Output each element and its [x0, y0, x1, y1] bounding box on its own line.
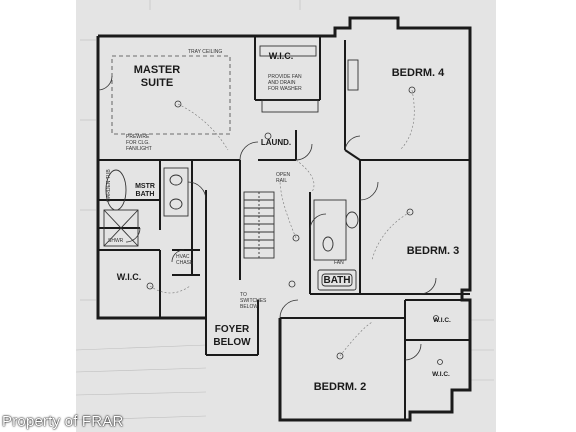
hvac-chase-note-2: CHASE [176, 260, 194, 266]
wic-right2-label: W.I.C. [432, 371, 450, 378]
wic-left-label: W.I.C. [117, 272, 142, 282]
provide-fan-note-2: AND DRAIN [268, 80, 296, 86]
bath-label: BATH [323, 275, 350, 286]
tray-ceiling-outline [111, 55, 231, 135]
laundry-label: LAUND. [261, 138, 291, 147]
watermark: Property of FRAR [2, 413, 124, 430]
wic-right1-label: W.I.C. [433, 317, 451, 324]
open-rail-note-2: RAIL [276, 178, 287, 184]
drawing-sheet [76, 0, 496, 432]
to-switches-note-1: TO [240, 292, 247, 298]
provide-fan-note-3: FOR WASHER [268, 86, 302, 92]
provide-fan-note-1: PROVIDE FAN [268, 74, 302, 80]
bedroom3-label: BEDRM. 3 [407, 245, 460, 257]
master-bath-label-1: MSTR [135, 183, 155, 190]
wiring [149, 89, 415, 357]
foyer-label-1: FOYER [215, 324, 250, 335]
bedroom4-label: BEDRM. 4 [392, 67, 445, 79]
plan-notes: TRAY CEILING PROVIDE FAN AND DRAIN FOR W… [106, 49, 344, 310]
prewire-note-3: FAN/LIGHT [126, 146, 152, 152]
prewire-note-2: FOR CLG. [126, 140, 150, 146]
door-swings [97, 75, 437, 361]
foyer-label-2: BELOW [213, 337, 251, 348]
shower-note: SHWR [108, 238, 124, 244]
fan-note: FAN [334, 260, 344, 266]
exterior-walls [96, 16, 472, 422]
light-fixtures [146, 86, 443, 365]
hvac-chase-note-1: HVAC [176, 254, 190, 260]
to-switches-note-2: SWITCHES [240, 298, 267, 304]
tray-ceiling-note: TRAY CEILING [188, 49, 222, 55]
open-rail-note-1: OPEN [276, 172, 291, 178]
bedroom2-label: BEDRM. 2 [314, 381, 367, 393]
fixtures [103, 45, 359, 291]
prewire-note-1: PREWIRE [126, 134, 150, 140]
to-switches-note-3: BELOW [240, 304, 258, 310]
garden-tub-note: GARDEN TUB [106, 169, 112, 202]
master-suite-label-1: MASTER [134, 64, 181, 76]
room-labels: MASTER SUITE W.I.C. BEDRM. 4 LAUND. MSTR… [117, 51, 460, 393]
master-suite-label-2: SUITE [141, 77, 173, 89]
master-bath-label-2: BATH [136, 191, 155, 198]
background-guides [75, 0, 494, 421]
wic-top-label: W.I.C. [269, 51, 294, 61]
